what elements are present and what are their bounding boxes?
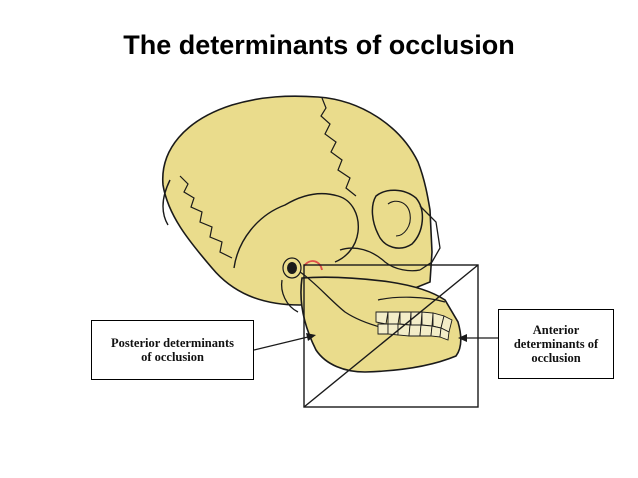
anterior-arrow-head [458, 334, 467, 342]
occlusion-frame [303, 264, 479, 408]
posterior-arrow-head [306, 333, 316, 341]
posterior-determinants-label: Posterior determinants of occlusion [91, 320, 254, 380]
skull-lambdoid-suture [179, 175, 233, 259]
skull-occipital [162, 179, 171, 226]
anterior-label-line1: Anterior [532, 323, 580, 337]
slide-title: The determinants of occlusion [123, 30, 515, 60]
skull-zygomatic [339, 247, 421, 272]
skull-upper-teeth [375, 311, 453, 333]
occlusion-diagonal [303, 264, 479, 408]
skull-ear-canal [287, 262, 297, 274]
anterior-label-line3: occlusion [531, 351, 581, 365]
skull-orbit [371, 189, 424, 249]
anterior-label-line2: determinants of [513, 337, 599, 351]
posterior-label-line2: of occlusion [141, 350, 204, 364]
skull-lower-teeth [377, 323, 450, 341]
skull-orbit-inner [387, 200, 411, 237]
skull-maxilla [377, 296, 446, 303]
skull-cranium [162, 95, 433, 306]
posterior-label-line1: Posterior determinants [110, 336, 234, 350]
anterior-determinants-label: Anterior determinants of occlusion [498, 309, 614, 379]
skull-mastoid [280, 279, 299, 313]
posterior-arrow-line [253, 335, 313, 351]
skull-coronal-suture [320, 97, 357, 197]
skull-temporal-suture [233, 192, 359, 269]
